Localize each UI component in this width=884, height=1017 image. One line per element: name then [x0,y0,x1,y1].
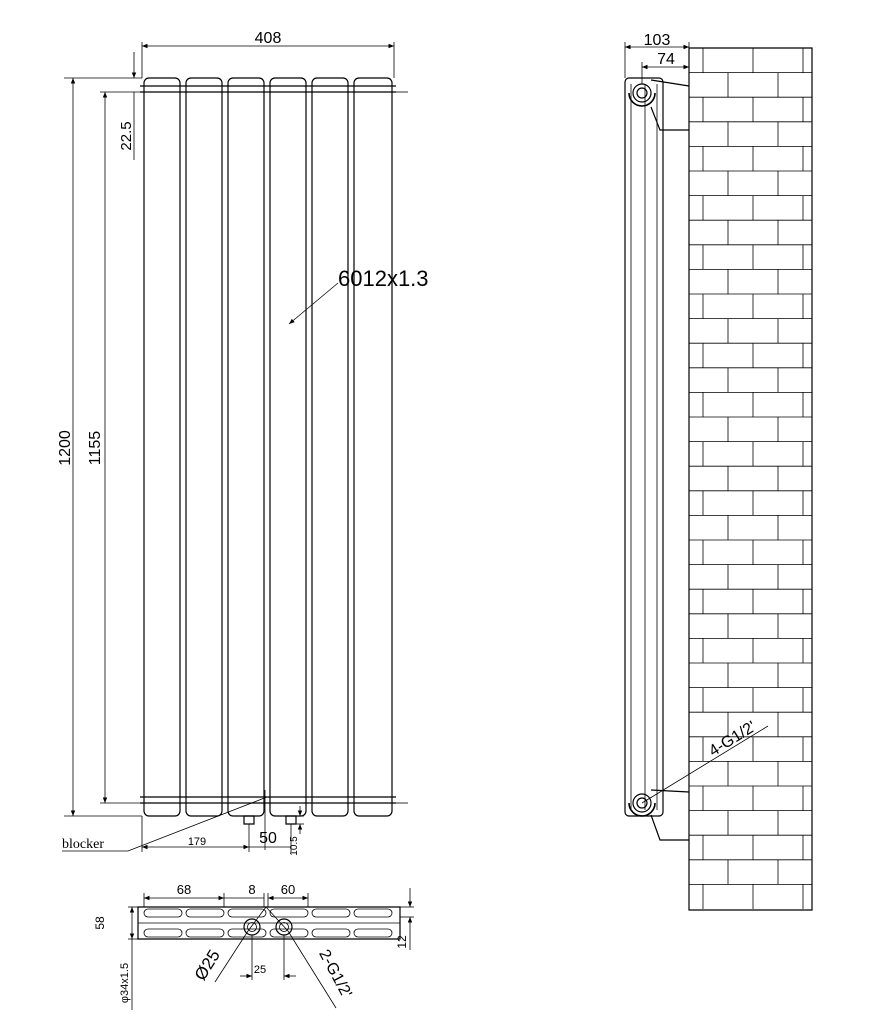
tube-slot [354,929,392,937]
left-to-pipe-label: 179 [188,836,206,848]
blocker-leader [62,797,267,851]
leader-line [248,907,266,931]
tube-pitch-label: 68 [177,882,191,897]
tube-slot [270,929,308,937]
leader-line [266,907,288,931]
section-depth-label: 58 [93,916,107,930]
tube-slot [186,929,224,937]
depth-label: 103 [644,32,671,49]
wall-outline [689,48,812,910]
inlet-thread-label: 2-G1/2' [315,947,354,1001]
front-view: 408 1200 1155 22.5 6012x1.3 blocker 179 … [57,30,429,856]
tube-gap-label: 8 [248,882,255,897]
wall-bracket [651,107,689,130]
tube-width-label: 60 [281,882,295,897]
radiator-column [354,78,392,816]
wall-bracket [651,80,689,86]
header-pipe-label: φ34x1.5 [119,963,131,1003]
inlet-spacing-label: 25 [254,964,266,976]
tube-slots [144,909,392,937]
tube-slot [228,909,266,917]
leader-line [288,931,336,1008]
wall-bracket [651,815,689,840]
tube-slot [270,909,308,917]
tube-slot [186,909,224,917]
fitting-cup [629,803,655,816]
blocker-label: blocker [62,837,104,852]
fitting-circle-inner [637,88,647,98]
radiator-column [144,78,180,816]
fitting-cup [629,93,655,106]
tube-slot [144,929,182,937]
inner-height-label: 1155 [87,431,104,466]
leader-line [289,283,338,324]
fitting-circle [633,794,651,812]
inlet-stub [244,816,254,824]
radiator-column [228,78,264,816]
wall-offset-label: 74 [657,51,675,68]
leader-line [642,726,768,803]
tube-slot [228,929,266,937]
tube-slot [312,909,350,917]
tube-slot [144,909,182,917]
radiator-column [270,78,306,816]
radiator-columns [144,78,392,816]
radiator-column [186,78,222,816]
inlet-circle-inner [248,923,257,932]
inlet-stub [286,816,296,824]
inlet-circle [244,919,260,935]
side-view: 103 74 4-G1/2' [625,32,812,910]
bottom-view: 68 8 60 58 φ34x1.5 12 Ø25 25 [93,882,414,1010]
brick-wall [689,48,812,910]
fitting-circle-inner [637,798,647,808]
tube-slot [312,929,350,937]
connection-label: 4-G1/2' [706,718,759,760]
tube-spec-label: 6012x1.3 [338,266,429,291]
width-label: 408 [255,30,282,47]
wall-bracket [651,790,689,792]
brick-courses [689,48,812,909]
radiator-column [312,78,348,816]
tube-slot [354,909,392,917]
top-offset-label: 22.5 [118,121,135,150]
height-label: 1200 [57,430,74,466]
leader-line [215,931,248,982]
inlet-circle-inner [280,923,289,932]
fitting-circle [633,84,651,102]
inlet-diameter-label: Ø25 [191,946,224,983]
wall-thickness-label: 12 [395,935,409,949]
pipe-spacing-label: 50 [259,830,277,847]
pipe-drop-label: 10.5 [289,836,300,856]
